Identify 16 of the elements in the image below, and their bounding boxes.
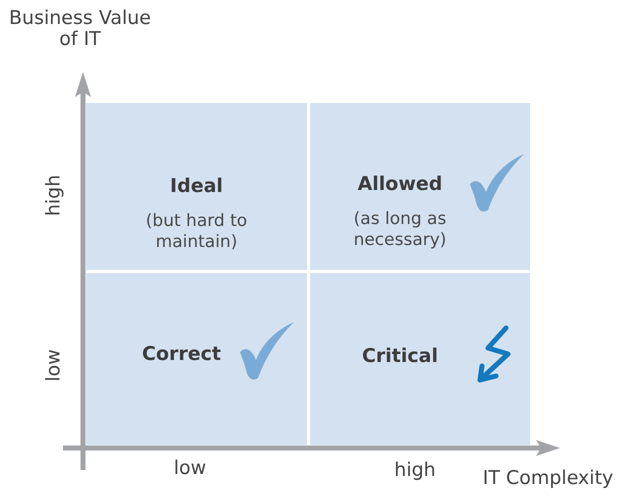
axis-tick-label: high [393,460,437,481]
axis-tick-label: low [44,348,64,384]
axis-tick-label: high [44,174,64,218]
axis-title: Business Value of IT [8,8,152,50]
quadrant-title: Correct [142,343,221,365]
quadrant-note: (as long as necessary) [352,209,448,252]
quadrant-box [86,103,307,270]
quadrant-box [310,103,530,270]
quadrant-note: (but hard to maintain) [144,211,248,254]
quadrant-title: Allowed [358,173,442,195]
quadrant-box [86,273,307,445]
axis-title: IT Complexity [482,468,614,489]
quadrant-box [310,273,530,445]
quadrant-title: Critical [362,345,438,367]
axis-tick-label: low [172,458,208,479]
quadrant-title: Ideal [170,175,223,197]
